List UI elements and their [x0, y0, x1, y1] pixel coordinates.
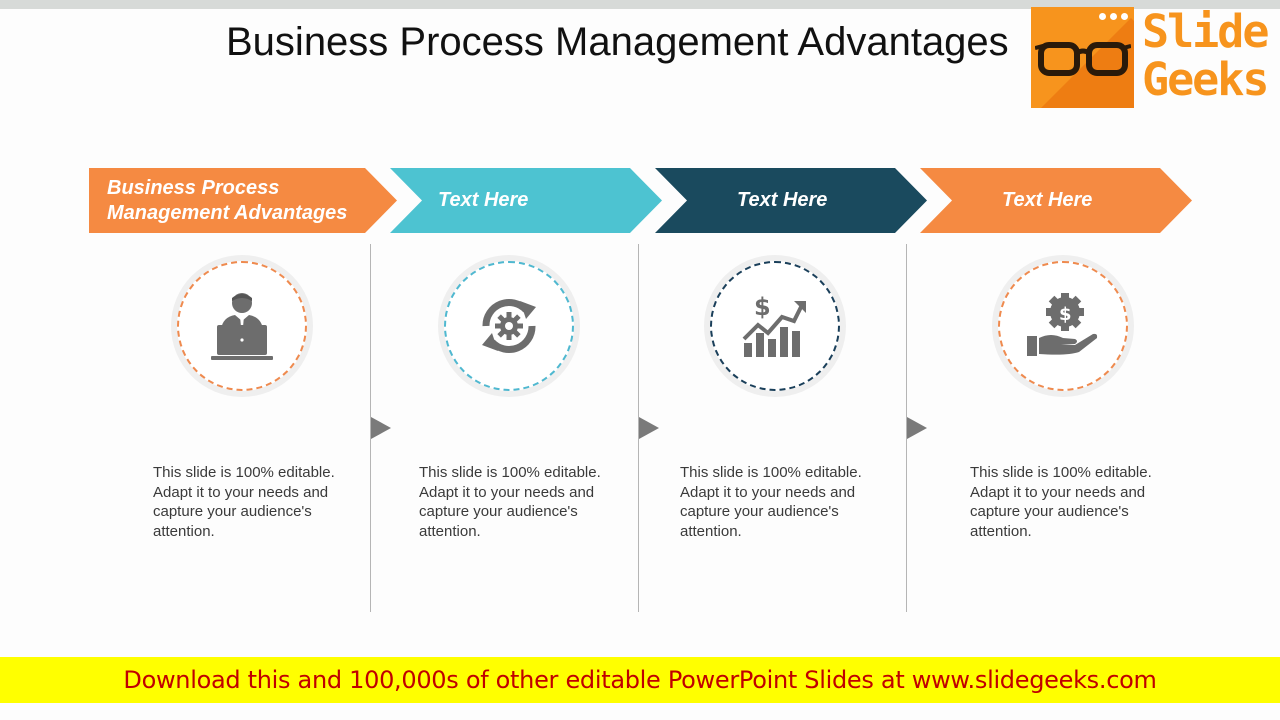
gear-refresh-icon: [482, 299, 536, 353]
arrow-pointer-icon: [371, 417, 391, 439]
step-4-chevron: [920, 168, 1192, 233]
step-3-icon-circle: $: [704, 255, 846, 397]
step-2-description: This slide is 100% editable. Adapt it to…: [419, 464, 601, 540]
step-3-description: This slide is 100% editable. Adapt it to…: [680, 464, 862, 540]
step-2-label[interactable]: Text Here: [438, 189, 529, 211]
svg-text:$: $: [1059, 304, 1072, 325]
arrow-pointer-icon: [907, 417, 927, 439]
step-4-label[interactable]: Text Here: [1002, 189, 1093, 211]
svg-text:$: $: [754, 293, 771, 321]
logo-text: Slide Geeks: [1142, 5, 1269, 106]
step-3-chevron: [655, 168, 927, 233]
column-divider: [906, 244, 907, 612]
step-1-chevron: [89, 168, 397, 233]
step-2-chevron: [390, 168, 662, 233]
column-divider: [370, 244, 371, 612]
step-4-icon-circle: $: [992, 255, 1134, 397]
dollar-badge-hand-icon: $: [1027, 293, 1098, 356]
step-1-description: This slide is 100% editable. Adapt it to…: [153, 464, 335, 540]
step-2-icon-circle: [438, 255, 580, 397]
step-3-label[interactable]: Text Here: [737, 189, 828, 211]
download-banner[interactable]: Download this and 100,000s of other edit…: [0, 657, 1280, 703]
arrow-pointer-icon: [639, 417, 659, 439]
download-banner-text: Download this and 100,000s of other edit…: [123, 666, 1157, 694]
step-1-icon-circle: [171, 255, 313, 397]
top-bar: [0, 0, 1280, 9]
slidegeeks-logo[interactable]: [1031, 7, 1134, 108]
step-4-description: This slide is 100% editable. Adapt it to…: [970, 464, 1152, 540]
glasses-icon: [1035, 42, 1131, 76]
dollar-growth-chart-icon: $: [742, 293, 806, 357]
businessman-laptop-icon: [211, 293, 273, 360]
step-1-label[interactable]: Business Process Management Advantages: [107, 176, 348, 224]
column-divider: [638, 244, 639, 612]
slide-title: Business Process Management Advantages: [226, 20, 1009, 64]
